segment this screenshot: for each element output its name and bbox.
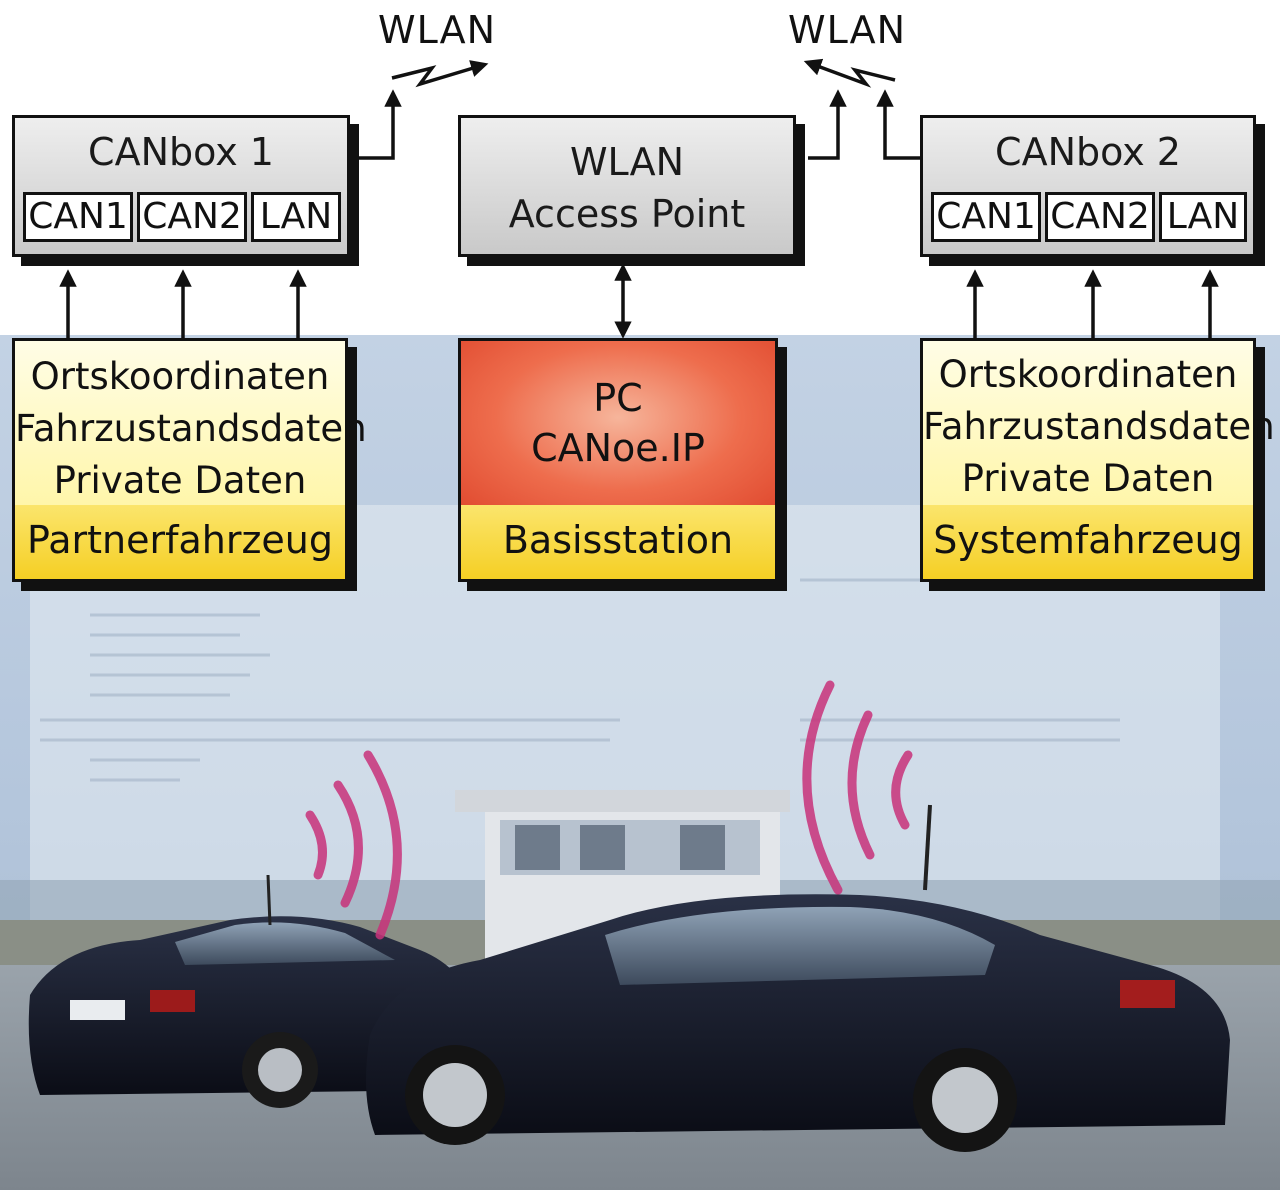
canbox1-antenna-line — [358, 89, 402, 160]
canbox2-port-lan: LAN — [1159, 192, 1247, 242]
canbox2-port-can1: CAN1 — [931, 192, 1041, 242]
system-line-private: Private Daten — [961, 457, 1215, 500]
canbox2-title: CANbox 2 — [995, 130, 1181, 174]
canbox1-box: CANbox 1 CAN1 CAN2 LAN — [12, 115, 350, 257]
canbox2-port-can2: CAN2 — [1045, 192, 1155, 242]
canbox1-port-lan: LAN — [251, 192, 341, 242]
partner-vehicle-box: Ortskoordinaten Fahrzustandsdaten Privat… — [12, 338, 367, 582]
wlan-bolt-right — [803, 58, 896, 88]
partner-line-coordinates: Ortskoordinaten — [30, 355, 330, 398]
access-point-line2: Access Point — [508, 192, 746, 236]
canbox1-port-can1: CAN1 — [23, 192, 133, 242]
pc-panel: PC CANoe.IP — [461, 341, 775, 514]
wlan-bolt-left — [391, 60, 489, 88]
wlan-label-left: WLAN — [378, 8, 497, 52]
partner-vehicle-label: Partnerfahrzeug — [15, 505, 345, 579]
base-station-label: Basisstation — [461, 505, 775, 579]
ap-antenna-line — [808, 89, 847, 160]
partner-line-driving-state: Fahrzustandsdaten — [15, 407, 367, 450]
pc-line-pc: PC — [593, 376, 643, 420]
system-vehicle-label: Systemfahrzeug — [923, 505, 1253, 579]
canbox2-box: CANbox 2 CAN1 CAN2 LAN — [920, 115, 1256, 257]
system-line-coordinates: Ortskoordinaten — [938, 353, 1238, 396]
canbox1-port-can2: CAN2 — [137, 192, 247, 242]
partner-line-private: Private Daten — [53, 459, 307, 502]
partner-data-panel: Ortskoordinaten Fahrzustandsdaten Privat… — [15, 341, 367, 514]
canbox1-title: CANbox 1 — [88, 130, 274, 174]
pc-line-canoe: CANoe.IP — [531, 426, 705, 470]
system-line-driving-state: Fahrzustandsdaten — [923, 405, 1275, 448]
system-data-panel: Ortskoordinaten Fahrzustandsdaten Privat… — [923, 341, 1275, 514]
access-point-box: WLAN Access Point — [458, 115, 796, 257]
canbox2-antenna-line — [876, 89, 920, 160]
base-station-box: PC CANoe.IP Basisstation — [458, 338, 778, 582]
system-vehicle-box: Ortskoordinaten Fahrzustandsdaten Privat… — [920, 338, 1275, 582]
access-point-line1: WLAN — [569, 140, 685, 184]
wlan-label-right: WLAN — [788, 8, 907, 52]
